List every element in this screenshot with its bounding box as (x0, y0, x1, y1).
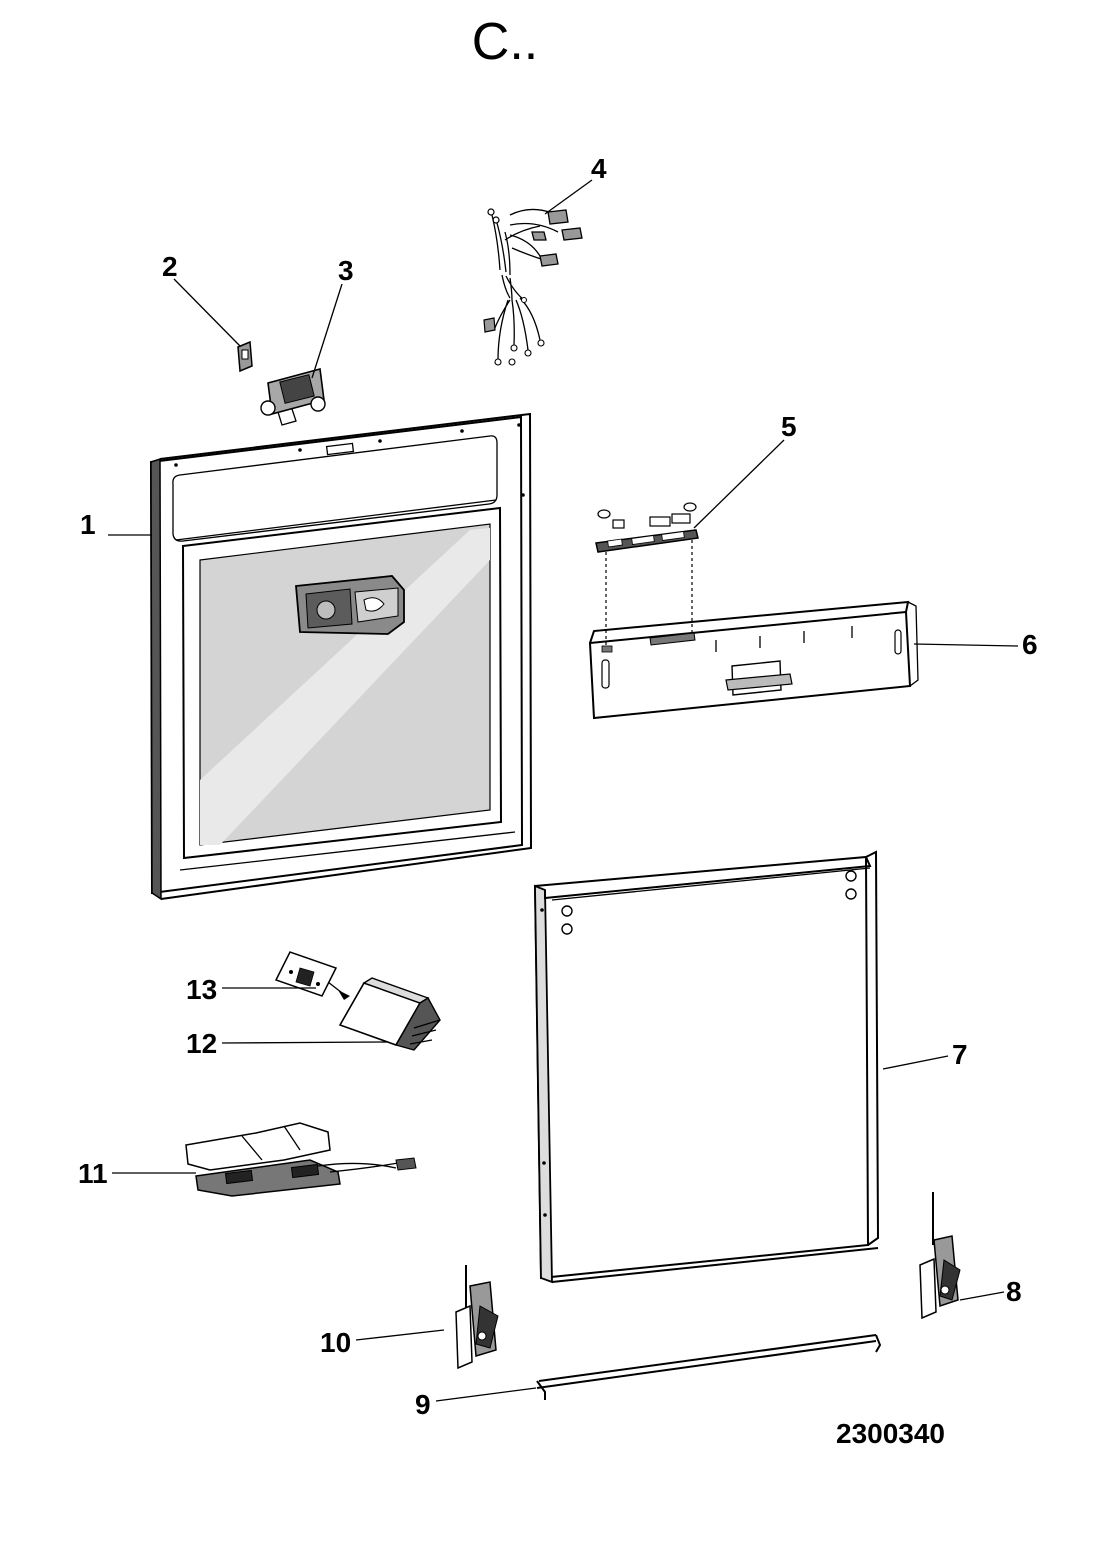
part-11-electronic-board (185, 1122, 417, 1197)
part-1-inner-door (149, 412, 533, 901)
callout-1: 1 (80, 509, 96, 540)
part-12-module-box (327, 977, 441, 1051)
part-6-control-panel (588, 600, 919, 720)
part-2-switch (237, 340, 253, 373)
callout-6: 6 (1022, 629, 1038, 660)
callout-10: 10 (320, 1327, 351, 1358)
part-5-button-panel (595, 502, 699, 645)
callout-7: 7 (952, 1039, 968, 1070)
part-9-bottom-rod (536, 1334, 882, 1400)
callout-9: 9 (415, 1389, 431, 1420)
callout-3: 3 (338, 255, 354, 286)
drawing-number: 2300340 (836, 1418, 946, 1449)
part-4-wiring-harness (483, 208, 583, 366)
part-7-outer-door-panel (533, 850, 880, 1284)
callout-13: 13 (186, 974, 217, 1005)
part-3-door-lock (260, 367, 326, 426)
part-8-right-hinge (919, 1192, 961, 1320)
callout-11: 11 (78, 1158, 108, 1189)
part-10-left-hinge (455, 1265, 499, 1370)
leader-lines (108, 179, 1019, 1402)
callout-2: 2 (162, 251, 178, 282)
callout-8: 8 (1006, 1276, 1022, 1307)
part-13-label-plate (274, 951, 338, 997)
callout-5: 5 (781, 411, 797, 442)
callout-12: 12 (186, 1028, 217, 1059)
page-title: C.. (471, 13, 539, 71)
callout-4: 4 (591, 153, 607, 184)
callout-labels: 1 2 3 4 5 6 7 8 9 10 11 12 13 (78, 153, 1038, 1420)
